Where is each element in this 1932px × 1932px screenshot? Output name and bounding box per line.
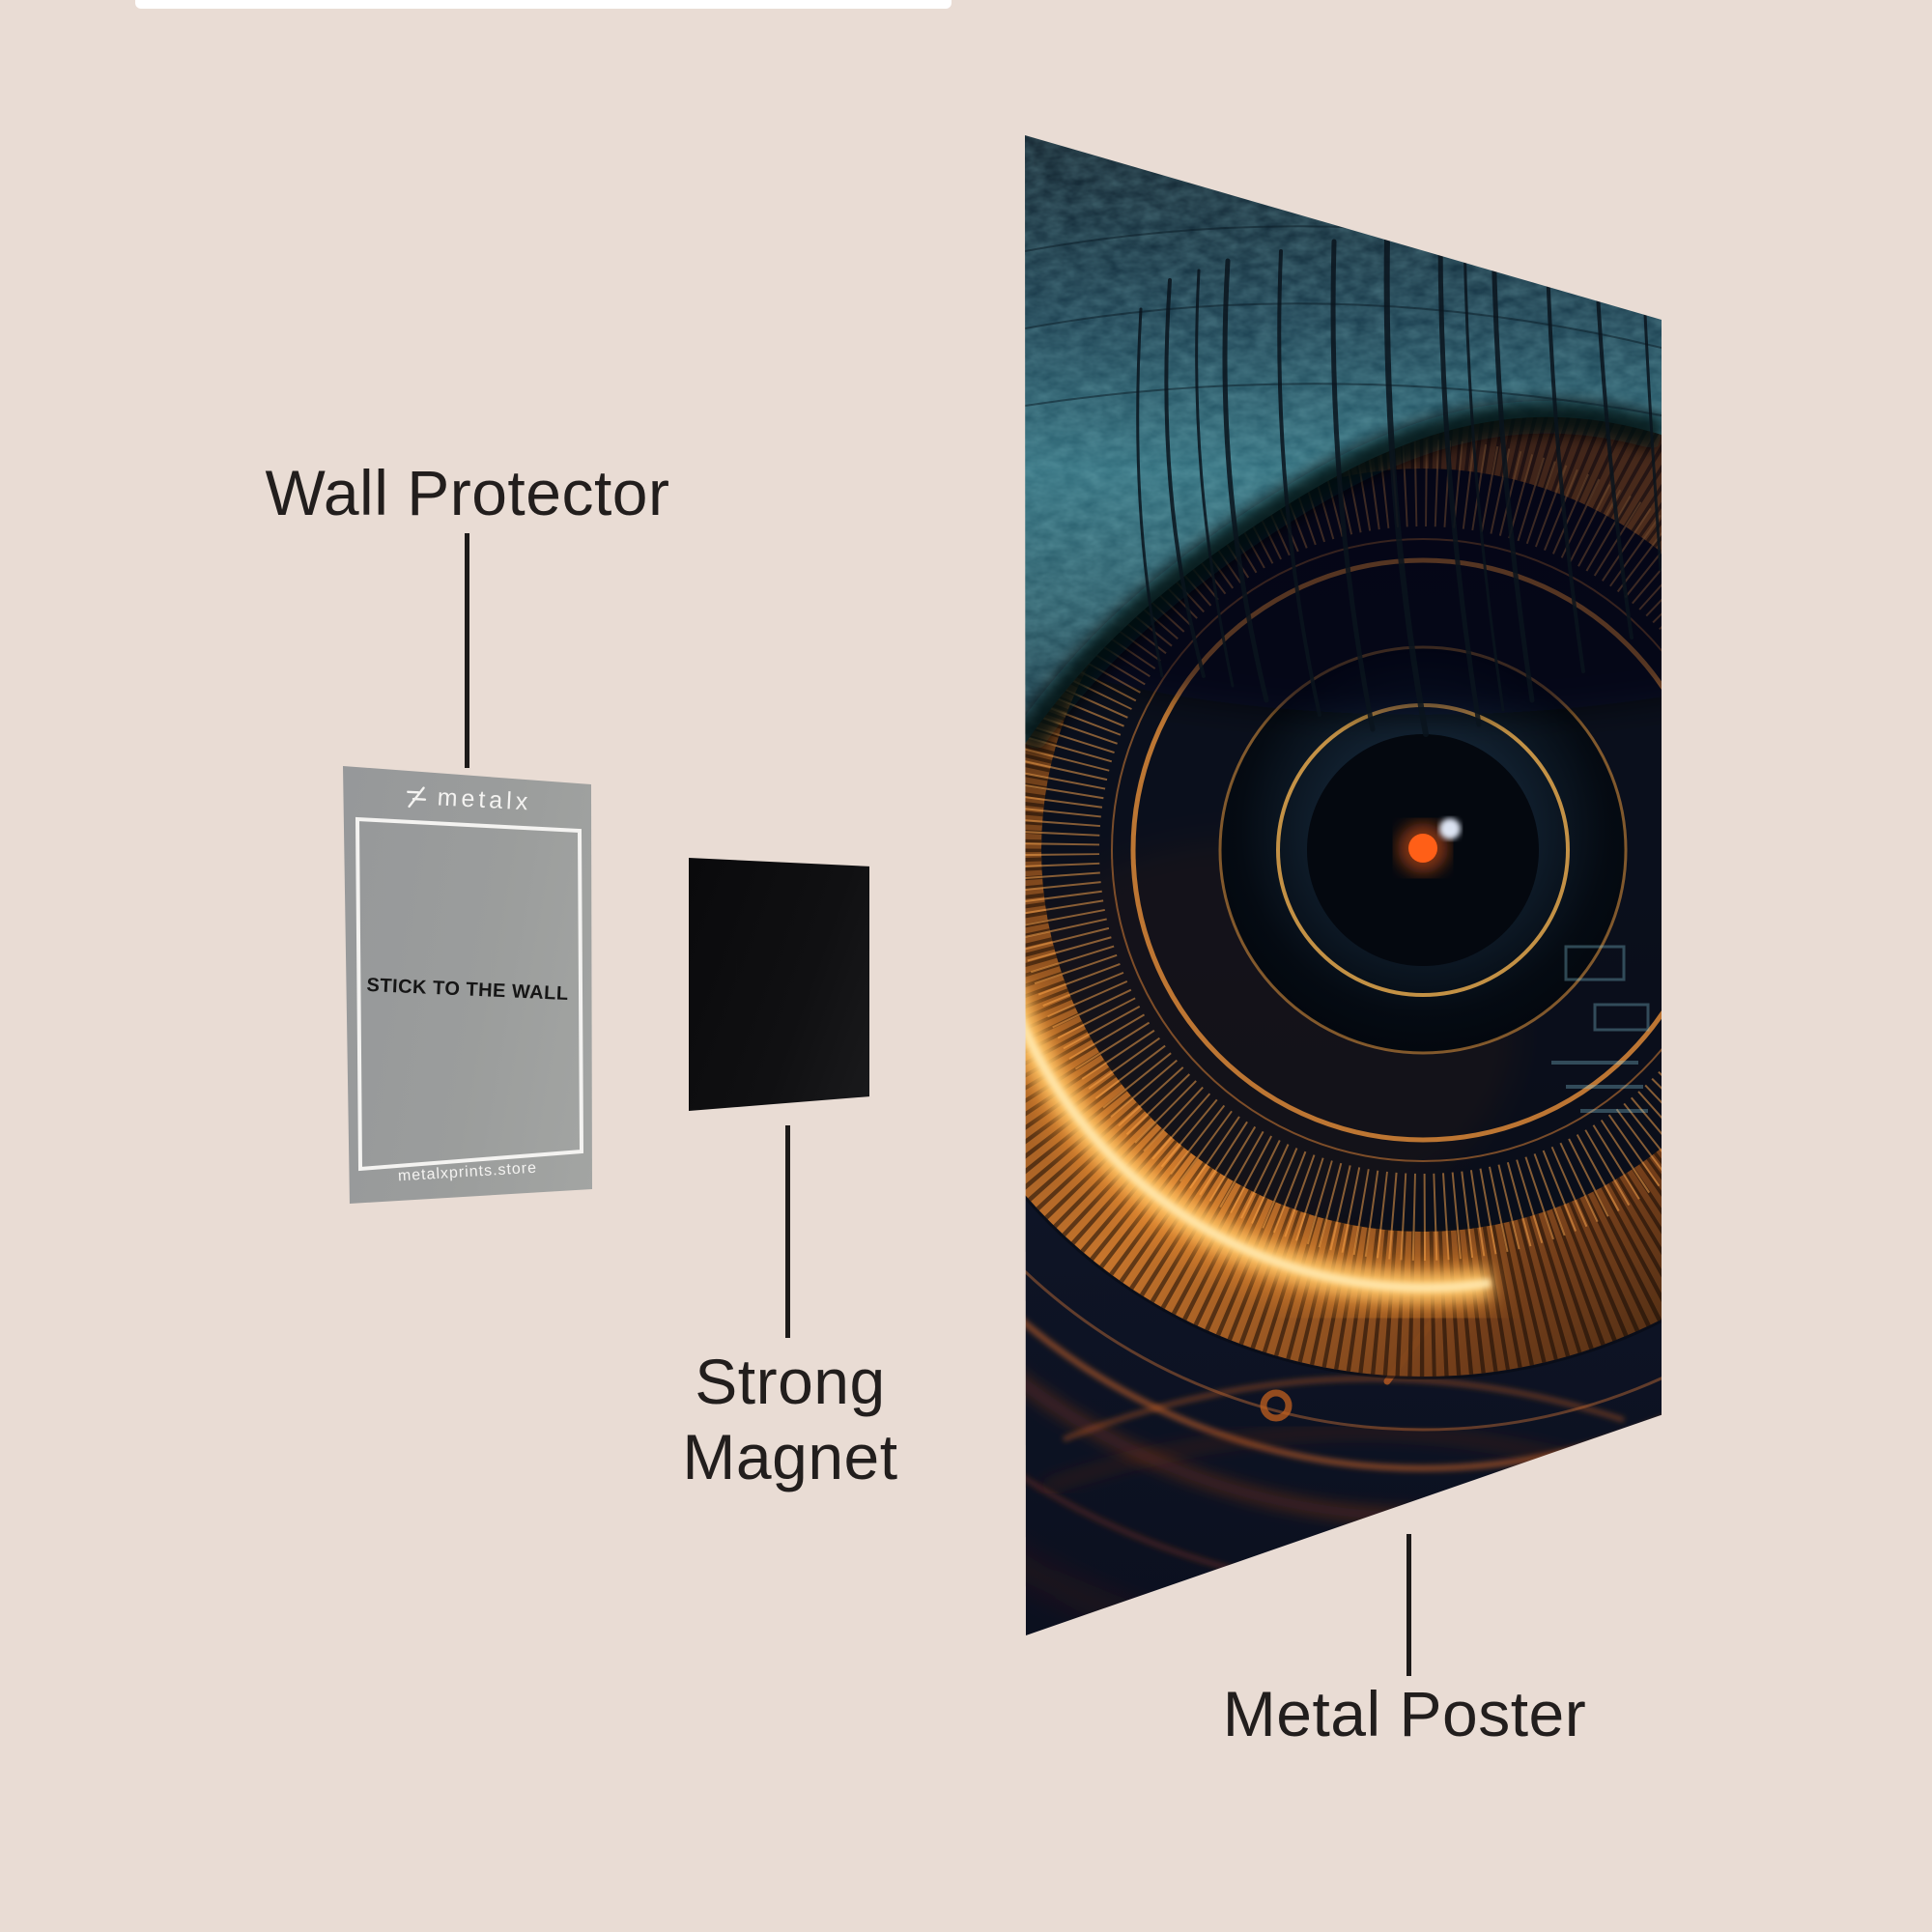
strong-magnet-label-line1: Strong <box>695 1346 886 1417</box>
metal-poster <box>1025 135 1662 1635</box>
wall-protector-pointer-line <box>465 533 469 768</box>
card-inner-border <box>355 816 584 1172</box>
eyelashes <box>1136 229 1662 737</box>
strong-magnet-square <box>689 858 869 1111</box>
top-strip <box>135 0 952 9</box>
pupil-orange-dot <box>1408 834 1437 863</box>
strong-magnet-label: Strong Magnet <box>682 1345 897 1495</box>
metalx-brand-text: metalx <box>437 783 532 816</box>
strong-magnet-label-line2: Magnet <box>682 1420 898 1492</box>
strong-magnet-pointer-line <box>785 1125 790 1338</box>
metal-poster-pointer-line <box>1406 1534 1411 1676</box>
wall-protector-label: Wall Protector <box>265 457 670 528</box>
metalx-brand: metalx <box>343 779 592 819</box>
metal-poster-artwork <box>1025 135 1662 1635</box>
eyelid-skin <box>1025 135 1662 753</box>
blue-circuit-texture <box>1551 945 1650 1113</box>
wall-protector-card: metalx STICK TO THE WALL metalxprints.st… <box>343 766 592 1204</box>
metal-poster-label: Metal Poster <box>1222 1678 1587 1749</box>
metalx-logo-icon <box>406 785 426 808</box>
